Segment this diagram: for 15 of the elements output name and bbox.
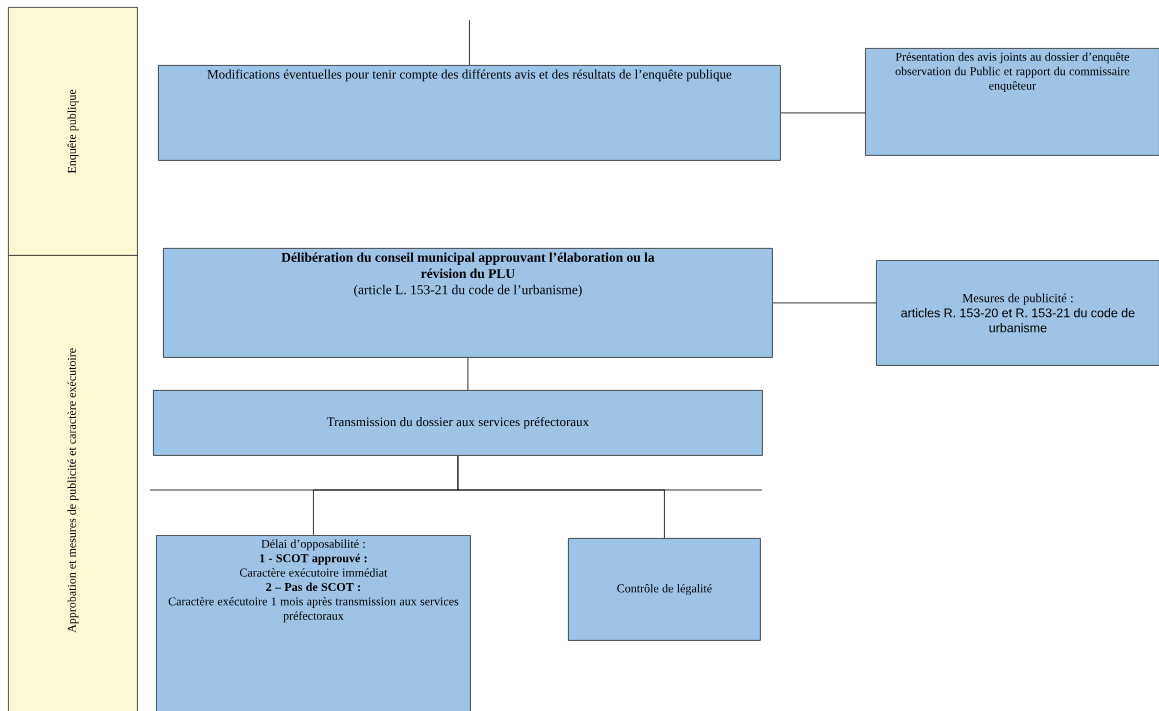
connector-line [467, 357, 469, 391]
phase-band: Enquête publique [8, 7, 138, 256]
process-box: Modifications éventuelles pour tenir compte des différents avis et des résultats de l’enquête publique [158, 65, 781, 161]
process-box: Contrôle de légalité [568, 538, 761, 641]
process-box: Délibération du conseil municipal approuvant l’élaboration ou la révision du PLU (article L. 153-21 du code de l’urbanisme) [163, 248, 773, 358]
connector-line [469, 19, 470, 66]
connector-line [780, 112, 866, 114]
node-label: Approbation et mesures de publicité et caractère exécutoire [67, 348, 79, 633]
connector-line [772, 302, 877, 304]
process-box: Transmission du dossier aux services préfectoraux [153, 390, 763, 456]
process-box: Délai d’opposabilité : 1 - SCOT approuvé : Caractère exécutoire immédiat 2 – Pas de SCOT : Caractère exécutoire 1 mois après transmission aux services préfectoraux [156, 535, 471, 711]
connector-line [457, 455, 665, 539]
process-box: Mesures de publicité : articles R. 153-20 et R. 153-21 du code de urbanisme [876, 260, 1159, 366]
phase-band: Approbation et mesures de publicité et caractère exécutoire [8, 255, 138, 711]
process-box: Présentation des avis joints au dossier d’enquête observation du Public et rapport du commissaire enquêteur [865, 48, 1159, 156]
